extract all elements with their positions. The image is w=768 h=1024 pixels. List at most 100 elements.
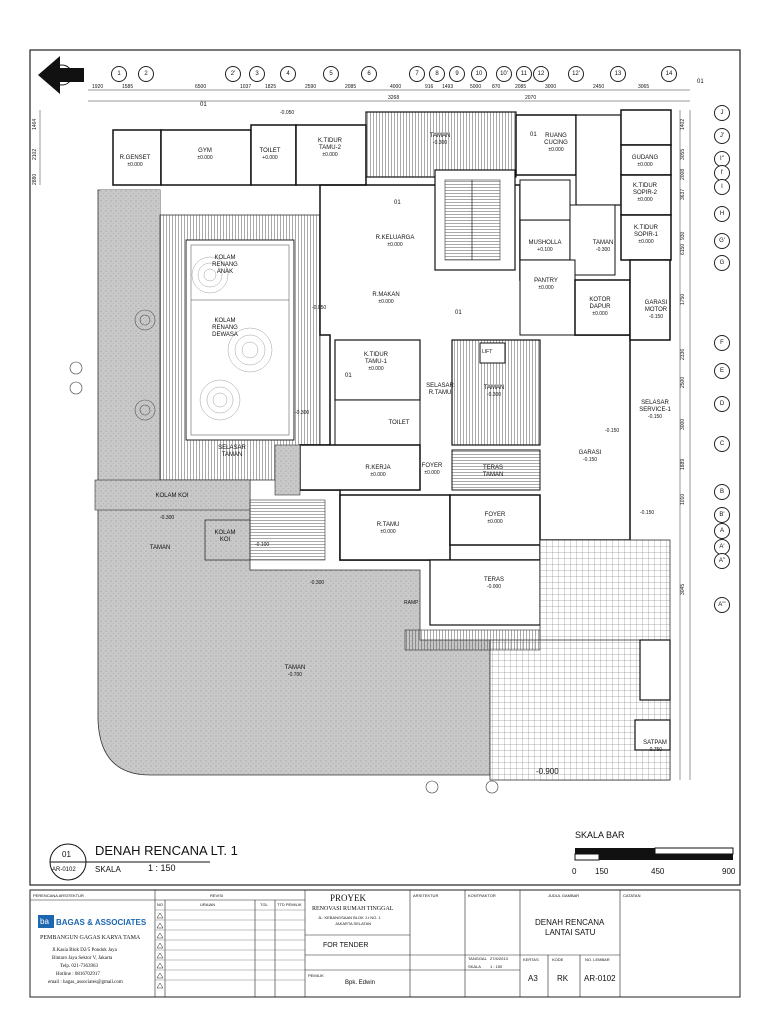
tb-no-label: NO [157,902,163,907]
section-ref-num-5: 01 [697,79,704,85]
tb-email: email : bagas_associates@gmail.com [48,980,123,985]
grid-bubble-top: 8 [429,66,445,82]
room-label: SELASAR R.TAMU [426,383,454,397]
dimension-top: 2085 [345,84,357,90]
room-level: ±0.000 [538,285,554,291]
room-label: KOLAM RENANG ANAK [212,255,238,276]
room-name: KOLAM KOI [155,493,189,499]
tb-pemilik-label: PEMILIK [308,973,324,978]
tb-firm: BAGAS & ASSOCIATES [56,918,147,927]
scale-tick-900: 900 [722,867,736,876]
tb-logo-text: ba [40,917,49,926]
tb-arsitek-header: ARSITEKTUR [413,893,439,898]
dimension-right: 1750 [680,293,686,305]
room-level: -0.000 [486,584,502,590]
room-level: ±0.000 [637,162,653,168]
room-level: ±0.000 [197,155,213,161]
room-label: KOLAM KOI [155,493,188,500]
dimension-right: 1402 [680,118,686,130]
grid-bubble-top: 7 [409,66,425,82]
grid-bubble-right: E [714,363,730,379]
room-name: R.KERJA [365,465,391,471]
dimension-left: 1464 [32,118,38,130]
room-label: KOLAM RENANG DEWASA [212,318,238,339]
tb-tanggal: 27/4/2013 [490,956,508,961]
room-name: TAMAN [592,240,614,246]
dimension-right: 2008 [680,168,686,180]
grid-bubble-right: B' [714,507,730,523]
room-name: K.TIDUR SOPIR-2 [632,183,658,196]
room-label: R.TAMU±0.000 [377,522,400,536]
grid-bubble-right: I [714,179,730,195]
dimension-right: 3045 [680,583,686,595]
dimension-top: 1920 [92,84,104,90]
dimension-top: 2085 [515,84,527,90]
ramp-label: RAMP [404,600,419,606]
dimension-right: 3055 [680,148,686,160]
dimension-right: 3637 [680,188,686,200]
room-name: SATPAM [643,740,667,746]
drawing-number: 01 [62,850,71,859]
drawing-scale-label: SKALA [95,865,121,874]
room-label: TAMAN-0.300 [484,385,505,399]
grid-bubble-top: 3 [249,66,265,82]
grid-bubble-top: 14 [661,66,677,82]
room-label: TAMAN-0.300 [593,240,614,254]
dimension-top: 1493 [442,84,454,90]
room-level: ±0.000 [548,147,564,153]
level-tag: -0.150 [605,428,620,434]
room-label: SELASAR TAMAN [218,445,246,459]
tb-pemilik: Bpk. Edwin [345,980,376,986]
dimension-top: 5000 [470,84,482,90]
room-label: PANTRY±0.000 [534,278,558,292]
dimension-top: 1825 [265,84,277,90]
tb-judul2: LANTAI SATU [545,928,596,937]
room-name: K.TIDUR SOPIR-1 [633,225,659,238]
level-tag: -0.050 [312,305,327,311]
room-label: R.GENSET±0.000 [120,155,151,169]
room-label: RUANG CUCING±0.000 [544,133,568,154]
room-level: ±0.000 [370,472,386,478]
grid-bubble-top: 2' [225,66,241,82]
tb-status: FOR TENDER [323,942,369,949]
dimension-top: 4000 [390,84,402,90]
room-level: ±0.000 [637,197,653,203]
grid-bubble-right: F [714,335,730,351]
section-ref-num-4: 01 [345,373,352,379]
drawing-sheet-ref: AR-0102 [52,867,76,873]
scale-tick-450: 450 [651,867,665,876]
room-label: TAMAN-0.300 [430,133,451,147]
room-name: K.TIDUR TAMU-2 [318,138,342,151]
room-level: -0.300 [432,140,448,146]
tb-hotline: Hotline : 0816702917 [56,972,100,977]
dimension-top: 1037 [240,84,252,90]
level-tag: -0.300 [160,515,175,521]
room-name: TOILET [259,148,281,154]
tb-nolembar-label: NO. LEMBAR [585,957,610,962]
room-level: -0.300 [486,392,502,398]
room-label: KOLAM KOI [214,530,235,544]
dimension-top: 916 [425,84,434,90]
tb-architect-header: PERENCANA ARSITEKTUR [33,893,84,898]
tb-skala: 1 : 150 [490,964,503,969]
teras-taman [451,449,541,491]
tb-addr1: Jl.Kasia Blok D2/5 Pondok Jaya [52,948,117,953]
tb-revisi-header: REVISI [210,893,224,898]
room-name: PANTRY [534,278,558,284]
room-level: +0.100 [537,247,553,253]
room-level: ±0.000 [424,470,440,476]
room-label: K.TIDUR TAMU-1±0.000 [364,352,388,373]
room-label: GYM±0.000 [197,148,212,162]
section-ref-num-6: 01 [530,132,537,138]
drawing-title: DENAH RENCANA LT. 1 [95,843,238,858]
room-label: TAMAN-0.700 [285,665,306,679]
level-tag: -0.100 [255,542,270,548]
dimension-top: 2590 [305,84,317,90]
grid-bubble-right: J [714,105,730,121]
dimension-top: 3000 [545,84,557,90]
room-level: ±0.000 [127,162,143,168]
dimension-top: 3065 [638,84,650,90]
grid-bubble-right: G' [714,233,730,249]
room-name: RUANG CUCING [544,133,568,146]
room-name: R.MAKAN [372,292,400,298]
